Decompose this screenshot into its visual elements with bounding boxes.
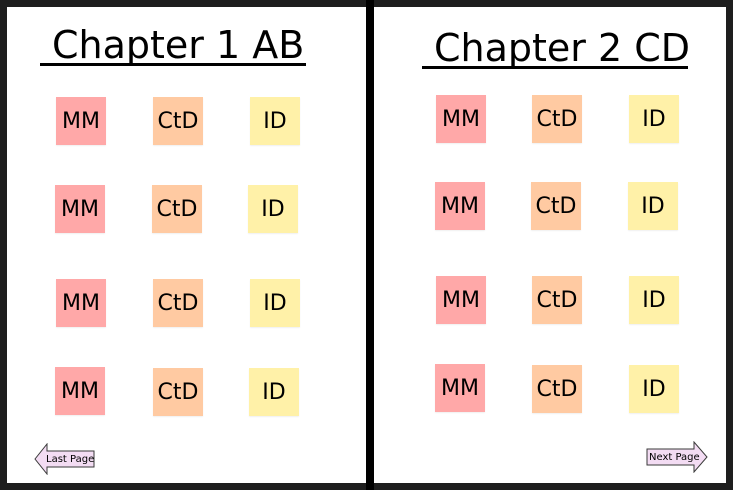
arrow-right-icon	[646, 441, 708, 473]
sticky-note-id[interactable]: ID	[248, 185, 298, 233]
sticky-note-id[interactable]: ID	[629, 95, 679, 143]
sticky-note-ctd[interactable]: CtD	[153, 368, 203, 416]
page-title-right: Chapter 2 CD	[434, 26, 691, 70]
sticky-note-mm[interactable]: MM	[435, 182, 485, 230]
sticky-note-id[interactable]: ID	[628, 182, 678, 230]
sticky-note-ctd[interactable]: CtD	[531, 182, 581, 230]
sticky-note-ctd[interactable]: CtD	[532, 365, 582, 413]
page-divider	[366, 0, 374, 490]
sticky-note-mm[interactable]: MM	[55, 185, 105, 233]
sticky-note-id[interactable]: ID	[629, 365, 679, 413]
last-page-label: Last Page	[46, 453, 95, 465]
sticky-note-ctd[interactable]: CtD	[153, 279, 203, 327]
arrow-left-icon	[34, 443, 95, 475]
sticky-note-id[interactable]: ID	[629, 276, 679, 324]
title-underline-right	[422, 66, 688, 69]
sticky-note-id[interactable]: ID	[250, 97, 300, 145]
sticky-note-ctd[interactable]: CtD	[152, 185, 202, 233]
sticky-note-id[interactable]: ID	[249, 368, 299, 416]
last-page-button[interactable]: Last Page	[34, 443, 96, 475]
sticky-note-ctd[interactable]: CtD	[532, 276, 582, 324]
next-page-label: Next Page	[649, 451, 700, 463]
sticky-note-mm[interactable]: MM	[436, 95, 486, 143]
page-title-left: Chapter 1 AB	[52, 23, 305, 67]
sticky-note-ctd[interactable]: CtD	[532, 95, 582, 143]
sticky-note-mm[interactable]: MM	[56, 279, 106, 327]
sticky-note-ctd[interactable]: CtD	[153, 97, 203, 145]
sticky-note-mm[interactable]: MM	[436, 276, 486, 324]
sticky-note-mm[interactable]: MM	[55, 367, 105, 415]
sticky-note-mm[interactable]: MM	[56, 97, 106, 145]
title-underline-left	[40, 63, 306, 66]
sticky-note-mm[interactable]: MM	[435, 364, 485, 412]
next-page-button[interactable]: Next Page	[646, 441, 708, 473]
sticky-note-id[interactable]: ID	[250, 279, 300, 327]
